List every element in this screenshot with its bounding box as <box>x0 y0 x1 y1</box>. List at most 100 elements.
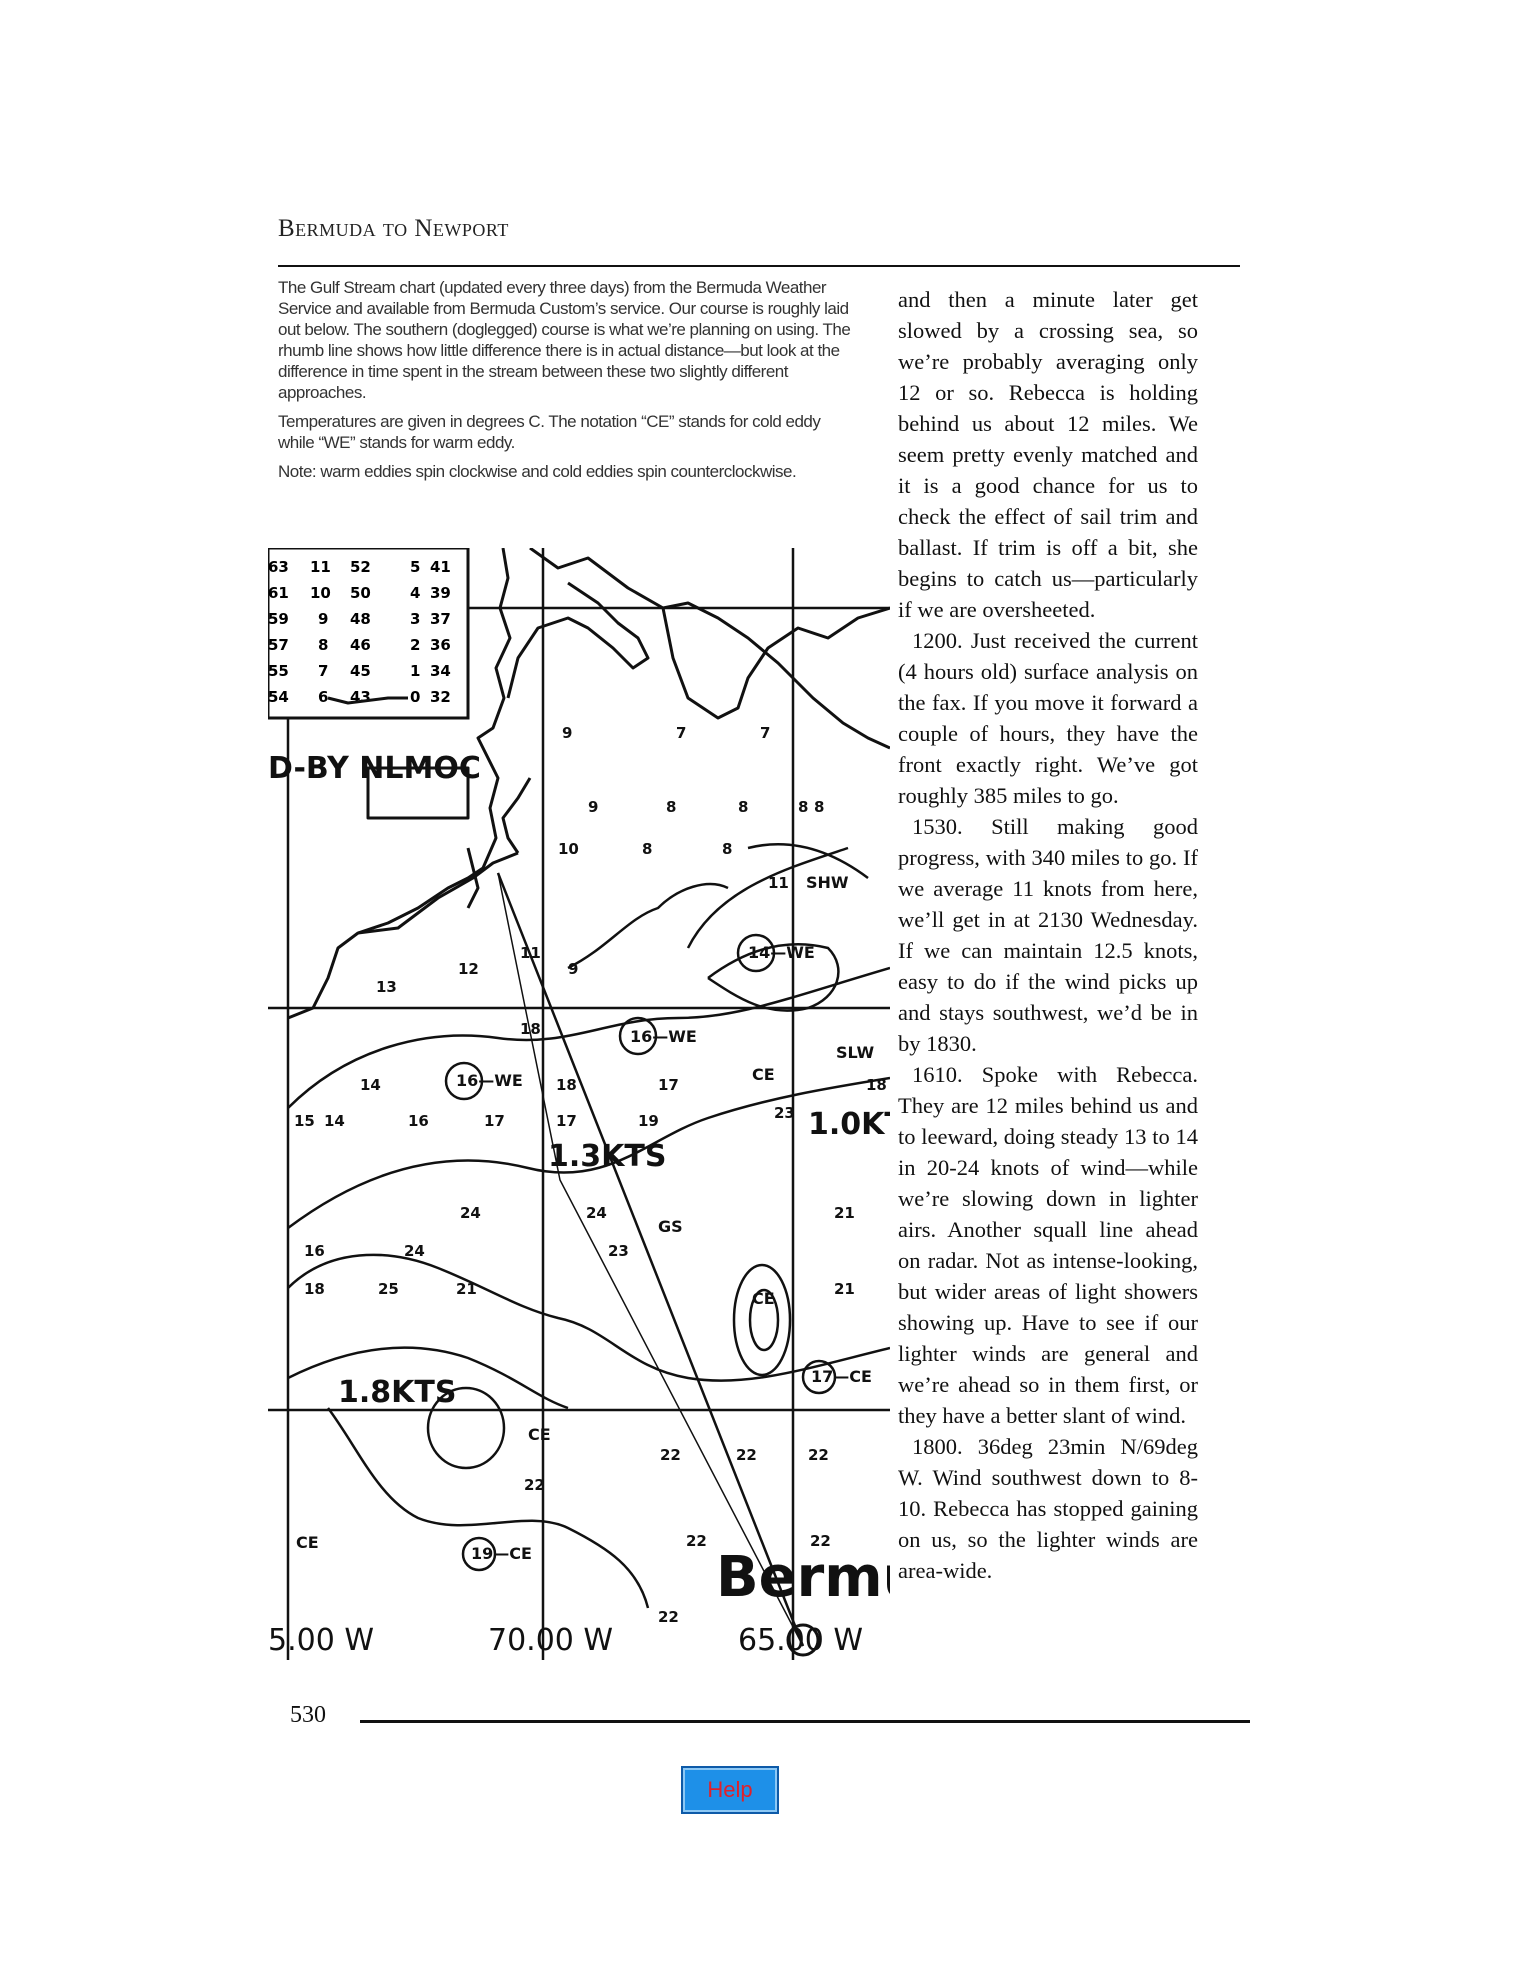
corner-table-cell: 11 <box>310 558 331 576</box>
corner-table-cell: 10 <box>310 584 331 602</box>
corner-table-cell: 48 <box>350 610 371 628</box>
temp-label: 22 <box>660 1446 681 1464</box>
temp-label: 17 <box>658 1076 679 1094</box>
temp-label: 7 <box>760 724 770 742</box>
temp-label: 16 <box>304 1242 325 1260</box>
caption-paragraph: The Gulf Stream chart (updated every thr… <box>278 278 851 402</box>
longitude-label: 5.00 W <box>268 1623 374 1658</box>
body-paragraph: and then a minute later get slowed by a … <box>898 287 1198 622</box>
caption-paragraph: Note: warm eddies spin clockwise and col… <box>278 462 797 481</box>
eddy-label: 17—CE <box>811 1367 872 1386</box>
help-button[interactable]: Help <box>681 1766 779 1814</box>
corner-table-cell: 46 <box>350 636 371 654</box>
gulf-stream-chart: 63 11 52 5 41 61 10 50 4 39 59 9 48 3 37… <box>268 548 890 1660</box>
temp-label: 22 <box>808 1446 829 1464</box>
temp-label: 18 <box>866 1076 887 1094</box>
temp-label: 8 <box>798 798 808 816</box>
temp-label: 22 <box>736 1446 757 1464</box>
eddy-label: 19—CE <box>471 1544 532 1563</box>
corner-table-cell: 39 <box>430 584 451 602</box>
temp-label: 24 <box>460 1204 481 1222</box>
course-lines <box>496 872 805 1647</box>
temp-label: 19 <box>638 1112 659 1130</box>
stream-contours <box>287 843 890 1609</box>
current-label: 1.0KT <box>808 1107 890 1142</box>
corner-table-cell: 5 <box>410 558 420 576</box>
temp-label: 9 <box>568 960 578 978</box>
footer-rule <box>360 1720 1250 1723</box>
body-paragraph: 1200. Just received the current (4 hours… <box>898 628 1198 808</box>
eddy-circles <box>444 933 837 1572</box>
temp-label: 9 <box>588 798 598 816</box>
temp-label: 8 <box>666 798 676 816</box>
temp-label: 18 <box>520 1020 541 1038</box>
corner-table-cell: 7 <box>318 662 328 680</box>
current-label: 1.3KTS <box>548 1139 666 1174</box>
temp-label: 10 <box>558 840 579 858</box>
corner-table-cell: 55 <box>268 662 289 680</box>
bermuda-marker <box>786 1623 820 1657</box>
temp-label: 17 <box>556 1112 577 1130</box>
corner-table-cell: 2 <box>410 636 420 654</box>
temp-label: 22 <box>658 1608 679 1626</box>
corner-table-cell: 0 <box>410 688 420 706</box>
corner-table-cell: 59 <box>268 610 289 628</box>
corner-table-cell: 9 <box>318 610 328 628</box>
eddy-label: CE <box>752 1289 775 1308</box>
temp-label: 14 <box>360 1076 381 1094</box>
temp-label: 15 <box>294 1112 315 1130</box>
chart-credit: D-BY NLMOC <box>268 751 481 786</box>
temp-label: 18 <box>556 1076 577 1094</box>
temp-label: 11 <box>520 944 541 962</box>
temp-label: 12 <box>458 960 479 978</box>
coastline <box>287 548 890 1020</box>
corner-table-cell: 6 <box>318 688 328 706</box>
figure-caption: The Gulf Stream chart (updated every thr… <box>278 277 858 490</box>
temp-label: 11 <box>768 874 789 892</box>
zone-label: SLW <box>836 1043 874 1062</box>
zone-label: SHW <box>806 873 849 892</box>
temp-label: 24 <box>586 1204 607 1222</box>
body-paragraph: 1610. Spoke with Rebecca. They are 12 mi… <box>898 1062 1198 1428</box>
caption-paragraph: Temperatures are given in degrees C. The… <box>278 412 821 452</box>
temp-label: 18 <box>304 1280 325 1298</box>
temp-label: 21 <box>456 1280 477 1298</box>
corner-table-cell: 34 <box>430 662 451 680</box>
corner-table-cell: 63 <box>268 558 289 576</box>
corner-table: 63 11 52 5 41 61 10 50 4 39 59 9 48 3 37… <box>268 548 470 720</box>
eddy-label: 14—WE <box>748 943 815 962</box>
longitude-label: 65.00 W <box>738 1623 863 1658</box>
temp-label: 22 <box>810 1532 831 1550</box>
current-label: 1.8KTS <box>338 1375 456 1410</box>
temp-label: 14 <box>324 1112 345 1130</box>
running-head: Bermuda to Newport <box>278 215 509 242</box>
temp-label: 16 <box>408 1112 429 1130</box>
corner-table-cell: 3 <box>410 610 420 628</box>
temp-label: 8 <box>642 840 652 858</box>
corner-table-cell: 50 <box>350 584 371 602</box>
corner-table-cell: 52 <box>350 558 371 576</box>
temp-label: 17 <box>484 1112 505 1130</box>
temp-label: 8 <box>738 798 748 816</box>
eddy-label: CE <box>528 1425 551 1444</box>
corner-table-cell: 54 <box>268 688 289 706</box>
temp-label: 23 <box>774 1104 795 1122</box>
body-paragraph: 1800. 36deg 23min N/69deg W. Wind southw… <box>898 1434 1198 1583</box>
temp-label: 8 <box>722 840 732 858</box>
page-number: 530 <box>290 1702 326 1728</box>
corner-table-cell: 8 <box>318 636 328 654</box>
body-paragraph: 1530. Still making good progress, with 3… <box>898 814 1198 1056</box>
corner-table-cell: 45 <box>350 662 371 680</box>
corner-table-cell: 1 <box>410 662 420 680</box>
eddy-label: CE <box>296 1533 319 1552</box>
corner-table-cell: 61 <box>268 584 289 602</box>
corner-table-cell: 36 <box>430 636 451 654</box>
corner-table-cell: 41 <box>430 558 451 576</box>
temp-label: 13 <box>376 978 397 996</box>
zone-label: GS <box>658 1217 683 1236</box>
eddy-label: CE <box>752 1065 775 1084</box>
body-text-column: and then a minute later get slowed by a … <box>898 284 1198 1586</box>
temp-label: 25 <box>378 1280 399 1298</box>
eddy-label: 16—WE <box>456 1071 523 1090</box>
corner-table-cell: 4 <box>410 584 420 602</box>
